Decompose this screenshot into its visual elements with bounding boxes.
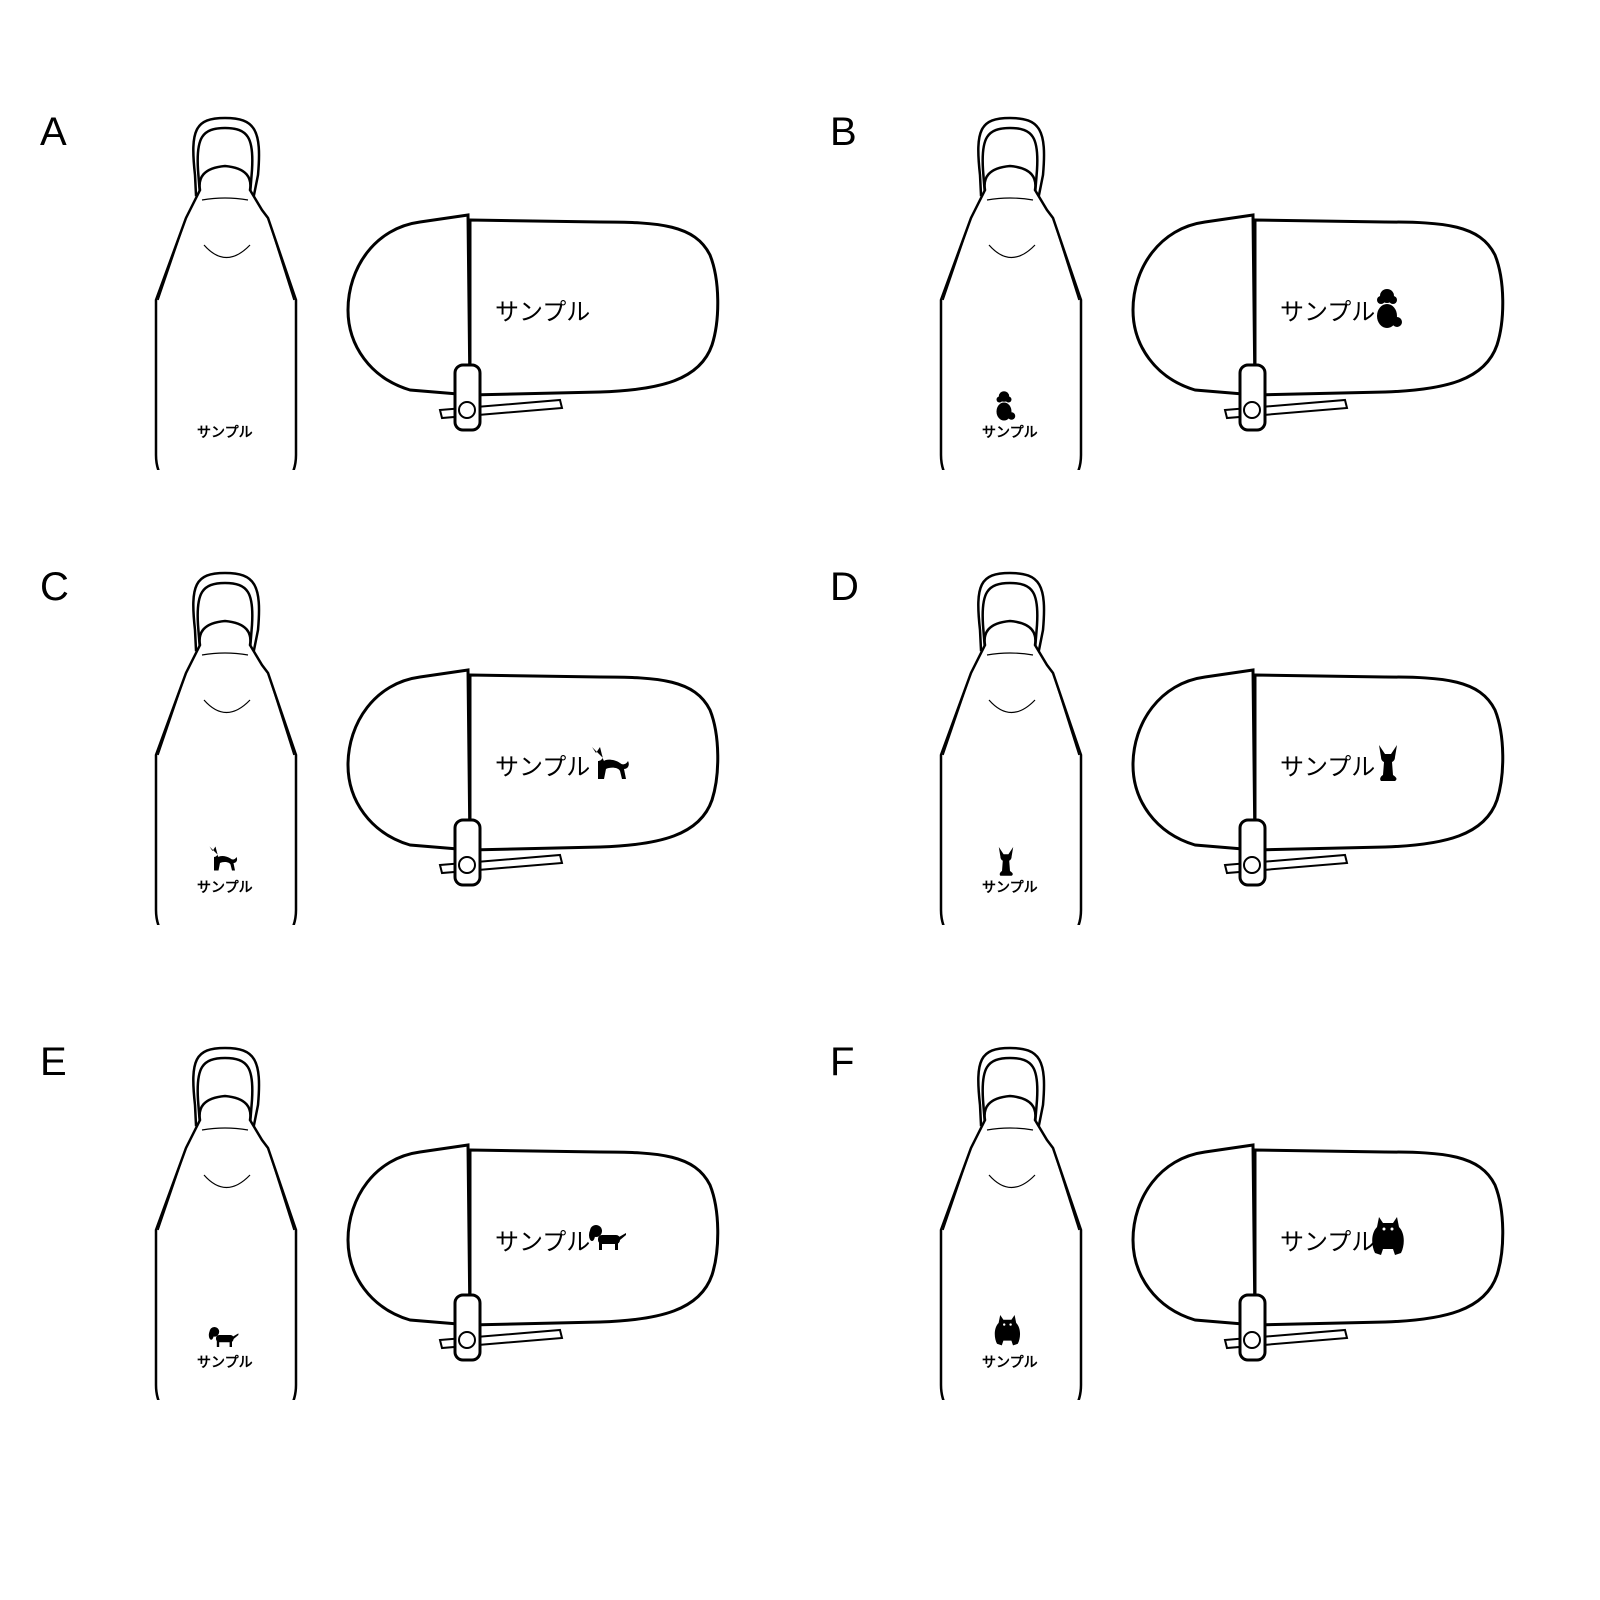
sample-text-side: サンプル bbox=[1280, 753, 1375, 781]
variant-b: B サンプル サンプル bbox=[785, 0, 1585, 470]
shiba-icon bbox=[209, 846, 238, 871]
pomeranian-icon bbox=[994, 1315, 1021, 1346]
chihuahua-icon bbox=[998, 847, 1014, 876]
sample-text-front: サンプル bbox=[982, 1355, 1038, 1371]
variant-illustration: サンプル サンプル bbox=[154, 116, 720, 470]
pomeranian-icon bbox=[1372, 1217, 1404, 1255]
poodle-icon bbox=[1377, 289, 1402, 328]
dachshund-icon bbox=[208, 1327, 239, 1347]
bottle-front-view bbox=[939, 116, 1083, 470]
bottle-side-view bbox=[1131, 213, 1505, 432]
variant-illustration: サンプル サンプル bbox=[154, 571, 720, 925]
sample-text-side: サンプル bbox=[1280, 1228, 1375, 1256]
bottle-front-view bbox=[154, 571, 298, 925]
variant-c: C サンプル サンプル bbox=[0, 455, 800, 925]
sample-text-front: サンプル bbox=[982, 880, 1038, 896]
bottle-side-view bbox=[1131, 1143, 1505, 1362]
sample-text-side: サンプル bbox=[495, 298, 590, 326]
variant-illustration: サンプル サンプル bbox=[154, 1046, 720, 1400]
variant-f: F サンプル サンプル bbox=[785, 930, 1585, 1400]
variant-illustration: サンプル サンプル bbox=[939, 571, 1505, 925]
sample-text-front: サンプル bbox=[982, 425, 1038, 441]
variant-letter: F bbox=[830, 1040, 855, 1084]
dachshund-icon bbox=[589, 1225, 626, 1250]
bottle-front-view bbox=[939, 571, 1083, 925]
bottle-side-view bbox=[346, 213, 720, 432]
chihuahua-icon bbox=[1379, 745, 1397, 781]
sample-text-front: サンプル bbox=[197, 425, 253, 441]
sample-text-side: サンプル bbox=[495, 753, 590, 781]
bottle-front-view bbox=[154, 116, 298, 470]
variant-illustration: サンプル サンプル bbox=[939, 1046, 1505, 1400]
shiba-icon bbox=[592, 747, 629, 779]
variant-letter: D bbox=[830, 565, 859, 609]
variant-letter: B bbox=[830, 110, 857, 154]
variant-letter: A bbox=[40, 110, 67, 154]
bottle-front-view bbox=[939, 1046, 1083, 1400]
variant-letter: C bbox=[40, 565, 69, 609]
sample-text-front: サンプル bbox=[197, 1355, 253, 1371]
variant-d: D サンプル サンプル bbox=[785, 455, 1585, 925]
bottle-front-view bbox=[154, 1046, 298, 1400]
variant-letter: E bbox=[40, 1040, 67, 1084]
bottle-side-view bbox=[1131, 668, 1505, 887]
sample-text-front: サンプル bbox=[197, 880, 253, 896]
sample-text-side: サンプル bbox=[495, 1228, 590, 1256]
bottle-side-view bbox=[346, 668, 720, 887]
poodle-icon bbox=[996, 391, 1016, 421]
variant-illustration: サンプル サンプル bbox=[939, 116, 1505, 470]
variant-e: E サンプル サンプル bbox=[0, 930, 800, 1400]
sample-text-side: サンプル bbox=[1280, 298, 1375, 326]
variant-a: A サンプル サンプル bbox=[0, 0, 800, 470]
